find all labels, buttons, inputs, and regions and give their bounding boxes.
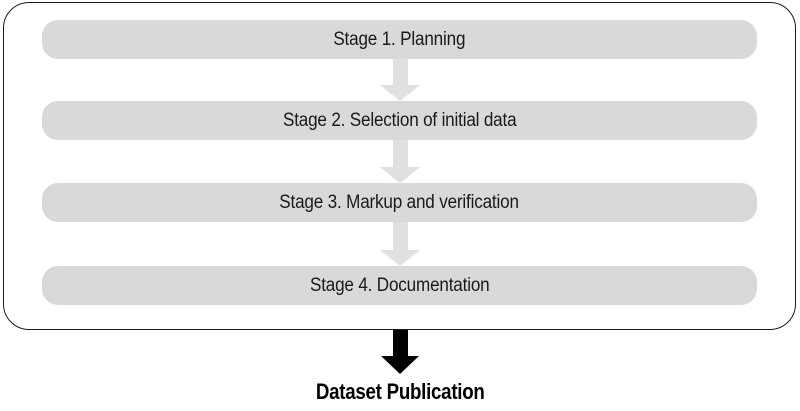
output-down-arrow-icon — [380, 330, 420, 374]
stage-label-documentation: Stage 4. Documentation — [309, 275, 490, 296]
output-arrow-shaft — [392, 330, 408, 356]
dataset-publication-caption: Dataset Publication — [0, 379, 800, 405]
stage-label-selection: Stage 2. Selection of initial data — [282, 110, 517, 131]
stage-label-markup: Stage 3. Markup and verification — [279, 192, 520, 213]
dataset-publication-text: Dataset Publication — [315, 379, 485, 404]
pipeline-frame — [3, 2, 796, 330]
down-arrow-icon — [380, 140, 420, 183]
down-arrow-icon — [380, 59, 420, 101]
down-arrow-shaft — [392, 59, 408, 85]
stage-box-markup: Stage 3. Markup and verification — [42, 183, 757, 222]
down-arrow-icon — [380, 222, 420, 266]
output-arrow-head — [381, 356, 419, 374]
stage-box-documentation: Stage 4. Documentation — [42, 266, 757, 305]
down-arrow-head — [380, 167, 420, 183]
down-arrow-shaft — [392, 140, 408, 167]
down-arrow-head — [380, 85, 420, 101]
down-arrow-shaft — [392, 222, 408, 250]
down-arrow-head — [380, 250, 420, 266]
stage-box-planning: Stage 1. Planning — [42, 20, 757, 59]
stage-label-planning: Stage 1. Planning — [333, 29, 466, 50]
stage-box-selection: Stage 2. Selection of initial data — [42, 101, 757, 140]
